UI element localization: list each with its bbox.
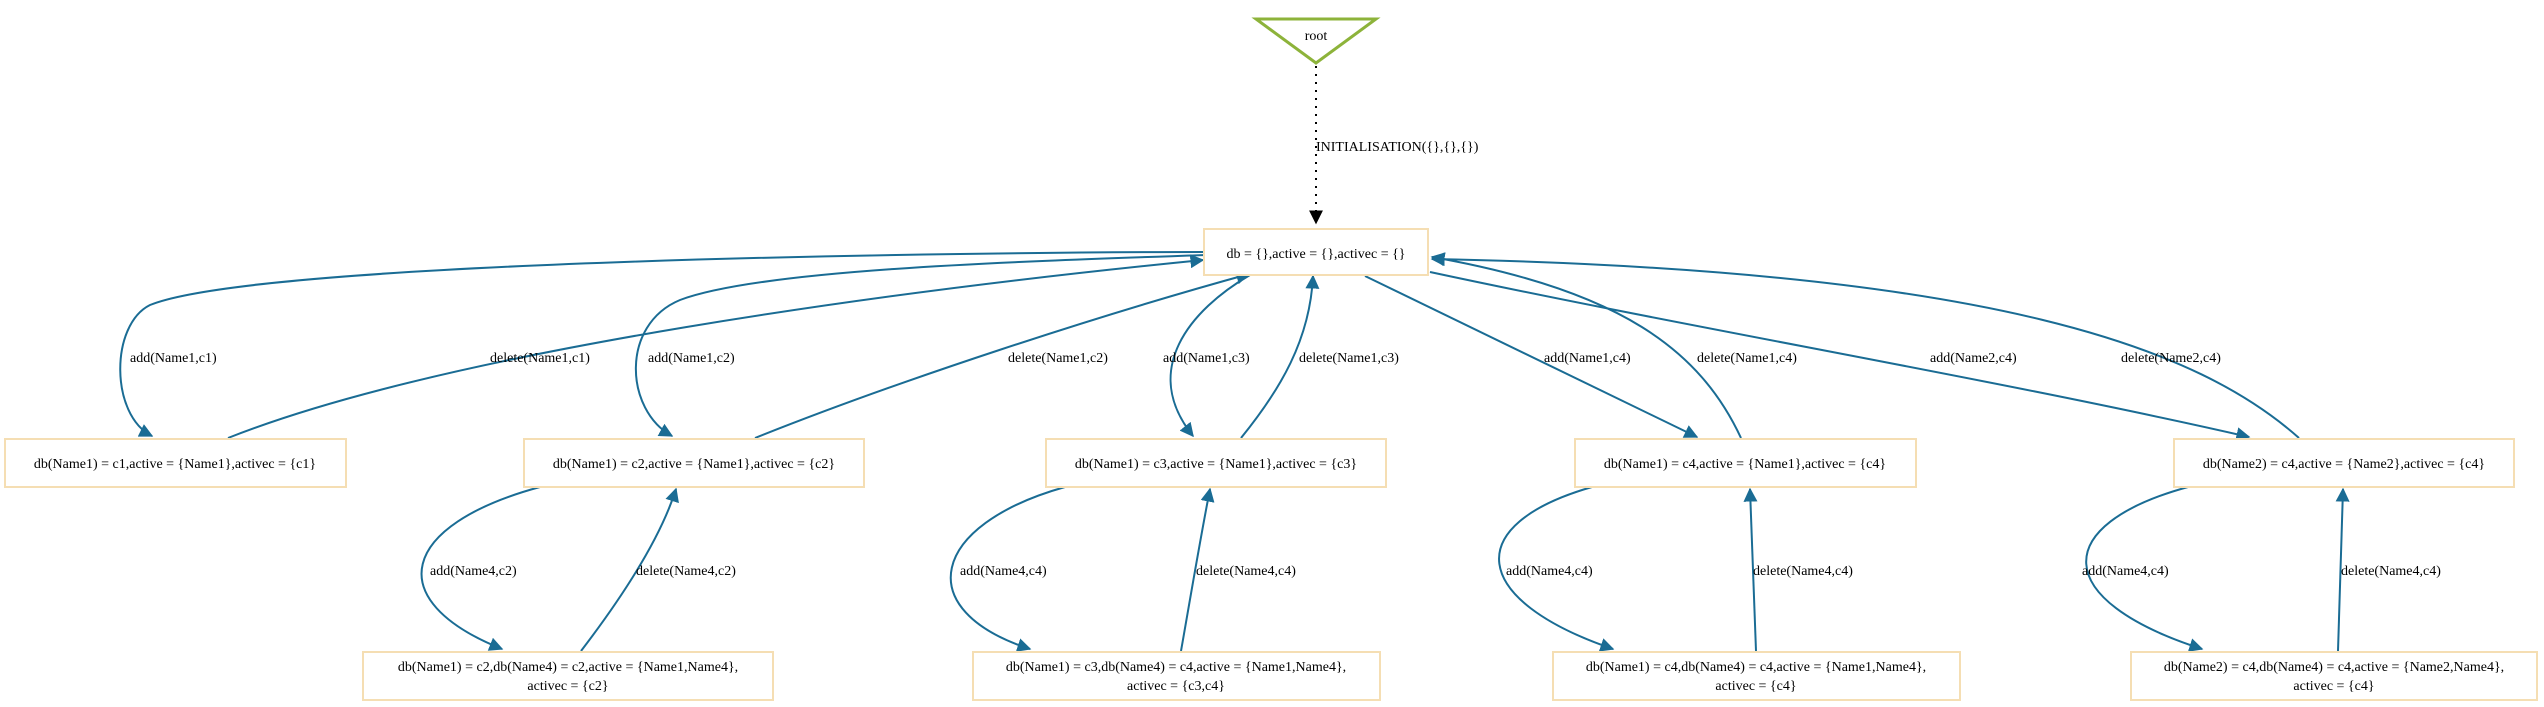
- state-node[interactable]: db(Name1) = c2,active = {Name1},activec …: [523, 438, 865, 488]
- node-box: [972, 651, 1381, 701]
- edge-add-name1-c4[interactable]: [1364, 275, 1699, 438]
- node-box: [1574, 438, 1917, 488]
- node-box: [1203, 228, 1429, 276]
- node-label: db = {},active = {},activec = {}: [1226, 247, 1405, 262]
- state-node[interactable]: db(Name1) = c4,active = {Name1},activec …: [1574, 438, 1917, 488]
- state-node[interactable]: db(Name1) = c1,active = {Name1},activec …: [4, 438, 347, 488]
- node-box: [1045, 438, 1387, 488]
- state-node[interactable]: db(Name1) = c2,db(Name4) = c2,active = {…: [362, 651, 774, 701]
- edge-labels: add(Name1,c1) delete(Name1,c1) add(Name1…: [130, 351, 2441, 579]
- node-label: db(Name1) = c4,active = {Name1},activec …: [1604, 457, 1886, 472]
- edge-label: add(Name4,c4): [1506, 564, 1593, 579]
- node-label: db(Name1) = c1,active = {Name1},activec …: [34, 457, 316, 472]
- node-label: db(Name1) = c3,active = {Name1},activec …: [1075, 457, 1357, 472]
- edge-label: add(Name1,c1): [130, 351, 217, 366]
- edge-delete-name1-c1[interactable]: [227, 254, 1205, 439]
- edge-label: add(Name1,c4): [1544, 351, 1631, 366]
- node-label-line2: activec = {c4}: [1715, 679, 1796, 694]
- edge-add-name1-c1[interactable]: [119, 251, 1204, 437]
- node-box: [362, 651, 774, 701]
- edge-label: delete(Name1,c4): [1697, 351, 1797, 366]
- state-node[interactable]: db(Name1) = c3,db(Name4) = c4,active = {…: [972, 651, 1381, 701]
- edge-delete-name1-c2[interactable]: [754, 270, 1251, 439]
- node-label-line2: activec = {c2}: [527, 679, 608, 694]
- edge-add-name1-c2[interactable]: [634, 254, 1207, 437]
- edge-delete-name4-c4-b[interactable]: [1743, 487, 1758, 652]
- edges: [119, 251, 2350, 652]
- node-label-line2: activec = {c3,c4}: [1127, 679, 1225, 694]
- initialisation-label: INITIALISATION({},{},{}): [1316, 140, 1479, 155]
- edge-label: add(Name4,c4): [2082, 564, 2169, 579]
- edge-label: add(Name2,c4): [1930, 351, 2017, 366]
- edge-delete-name4-c4-a[interactable]: [1180, 487, 1215, 652]
- root-node[interactable]: root: [1251, 17, 1381, 65]
- state-node[interactable]: db(Name1) = c4,db(Name4) = c4,active = {…: [1552, 651, 1961, 701]
- state-node[interactable]: db(Name1) = c3,active = {Name1},activec …: [1045, 438, 1387, 488]
- edge-label: add(Name4,c2): [430, 564, 517, 579]
- state-node[interactable]: db(Name2) = c4,active = {Name2},activec …: [2173, 438, 2515, 488]
- edge-delete-name4-c2[interactable]: [580, 487, 679, 652]
- edge-add-name4-c2[interactable]: [420, 486, 541, 651]
- edge-label: add(Name1,c2): [648, 351, 735, 366]
- node-box: [2173, 438, 2515, 488]
- root-triangle: [1251, 17, 1381, 65]
- initialisation-edge[interactable]: INITIALISATION({},{},{}): [1309, 66, 1479, 225]
- edge-label: delete(Name4,c4): [1753, 564, 1853, 579]
- node-label-line1: db(Name2) = c4,db(Name4) = c4,active = {…: [2164, 660, 2504, 675]
- node-box: [4, 438, 347, 488]
- edge-label: add(Name1,c3): [1163, 351, 1250, 366]
- node-label-line1: db(Name1) = c2,db(Name4) = c2,active = {…: [398, 660, 738, 675]
- edge-delete-name4-c4-c[interactable]: [2335, 487, 2350, 652]
- node-box: [1552, 651, 1961, 701]
- state-node-initial[interactable]: db = {},active = {},activec = {}: [1203, 228, 1429, 276]
- node-label-line1: db(Name1) = c3,db(Name4) = c4,active = {…: [1006, 660, 1346, 675]
- edge-label: add(Name4,c4): [960, 564, 1047, 579]
- edge-label: delete(Name4,c4): [1196, 564, 1296, 579]
- node-label: db(Name1) = c2,active = {Name1},activec …: [553, 457, 835, 472]
- edge-label: delete(Name1,c1): [490, 351, 590, 366]
- node-label-line2: activec = {c4}: [2293, 679, 2374, 694]
- node-box: [523, 438, 865, 488]
- edge-delete-name1-c3[interactable]: [1240, 274, 1320, 439]
- edge-label: delete(Name1,c2): [1008, 351, 1108, 366]
- edge-label: delete(Name1,c3): [1299, 351, 1399, 366]
- edge-delete-name2-c4[interactable]: [1430, 252, 2300, 439]
- state-node[interactable]: db(Name2) = c4,db(Name4) = c4,active = {…: [2130, 651, 2538, 701]
- edge-add-name1-c3[interactable]: [1169, 274, 1251, 438]
- node-box: [2130, 651, 2538, 701]
- node-label-line1: db(Name1) = c4,db(Name4) = c4,active = {…: [1586, 660, 1926, 675]
- edge-add-name4-c4-b[interactable]: [1498, 486, 1615, 652]
- edge-label: delete(Name4,c2): [636, 564, 736, 579]
- node-label: db(Name2) = c4,active = {Name2},activec …: [2203, 457, 2485, 472]
- edge-add-name4-c4-c[interactable]: [2085, 486, 2204, 652]
- edge-label: delete(Name2,c4): [2121, 351, 2221, 366]
- root-label: root: [1305, 29, 1328, 44]
- edge-delete-name1-c4[interactable]: [1430, 252, 1742, 439]
- edge-add-name2-c4[interactable]: [1429, 271, 2251, 442]
- edge-add-name4-c4-a[interactable]: [950, 486, 1066, 652]
- edge-label: delete(Name4,c4): [2341, 564, 2441, 579]
